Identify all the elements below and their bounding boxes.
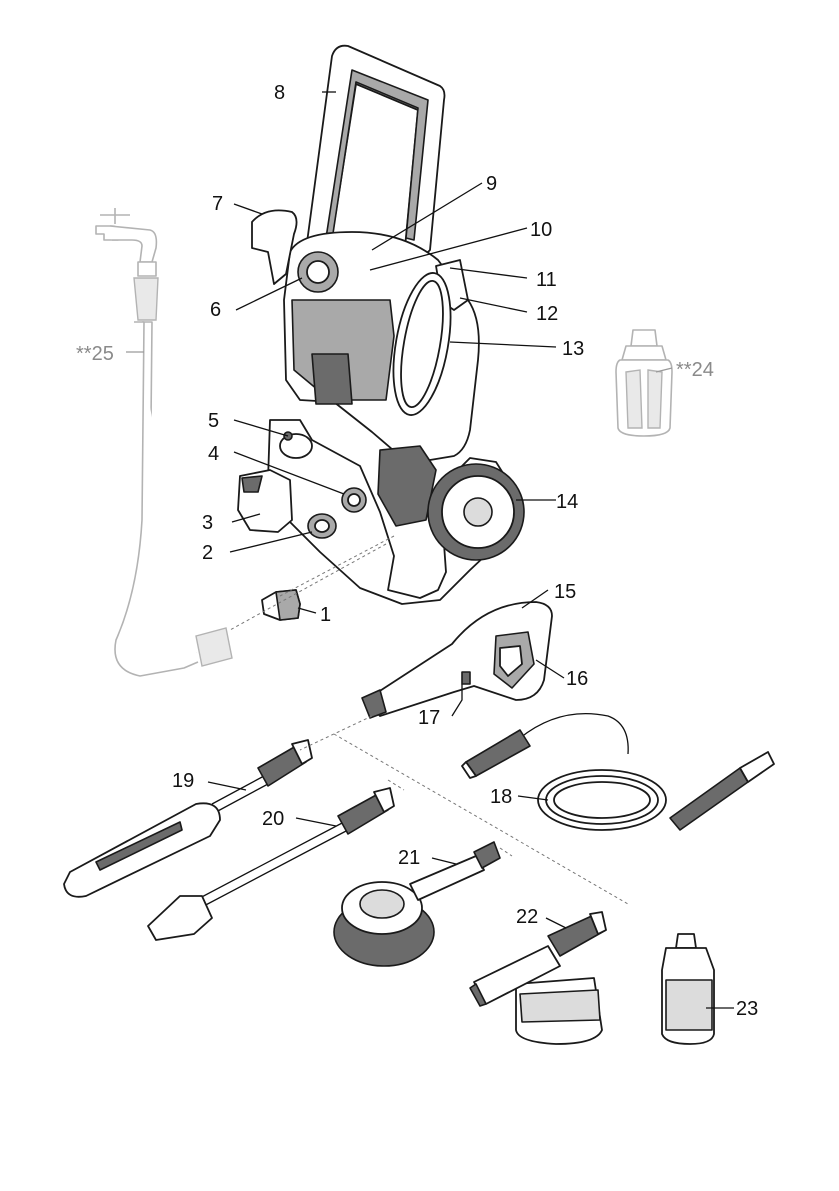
detergent-bottle-part	[661, 933, 715, 1045]
callout-15: 15	[554, 581, 576, 603]
callout-22: 22	[516, 906, 538, 928]
callout-5: 5	[208, 410, 219, 432]
callout-6: 6	[210, 299, 221, 321]
assembly-guide-lines	[229, 535, 629, 905]
callout-9: 9	[486, 173, 497, 195]
detergent-bottle-illustration	[615, 329, 673, 437]
callout-1: 1	[320, 604, 331, 626]
callout-3: 3	[202, 512, 213, 534]
callout-2: 2	[202, 542, 213, 564]
spray-gun-part	[361, 601, 553, 719]
callout-18: 18	[490, 786, 512, 808]
callout-19: 19	[172, 770, 194, 792]
leader-lines	[126, 91, 734, 1009]
garden-hose-illustration	[95, 208, 233, 677]
pressure-washer-main-unit	[237, 44, 525, 605]
part-callouts: 8 9 7 10 11 6 12 13 5 4 14 3 2 15 1 16 1…	[76, 82, 758, 1020]
callout-20: 20	[262, 808, 284, 830]
callout-10: 10	[530, 219, 552, 241]
callout-11: 11	[536, 269, 557, 291]
callout-7: 7	[212, 193, 223, 215]
callout-24-optional: **24	[676, 359, 714, 381]
hose-connector-part	[261, 589, 301, 621]
callout-25-optional: **25	[76, 343, 114, 365]
high-pressure-hose-part	[461, 713, 775, 831]
dirt-blaster-part	[147, 787, 395, 941]
callout-12: 12	[536, 303, 558, 325]
vario-lance-part	[63, 739, 313, 898]
callout-21: 21	[398, 847, 420, 869]
wash-brush-part	[333, 841, 501, 967]
foam-nozzle-part	[469, 911, 607, 1045]
callout-13: 13	[562, 338, 584, 360]
callout-16: 16	[566, 668, 588, 690]
callout-8: 8	[274, 82, 285, 104]
callout-14: 14	[556, 491, 578, 513]
callout-4: 4	[208, 443, 219, 465]
callout-17: 17	[418, 707, 440, 729]
callout-23: 23	[736, 998, 758, 1020]
